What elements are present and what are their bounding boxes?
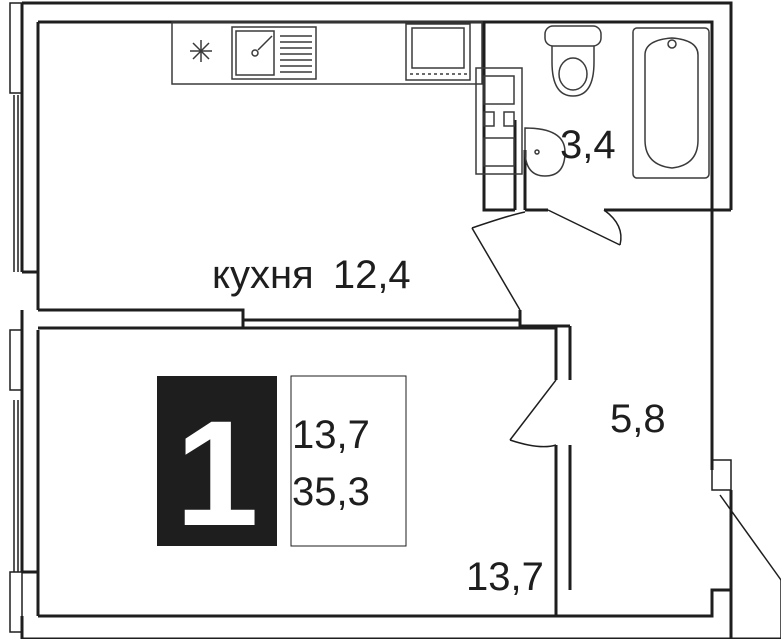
rooms-count: 1	[175, 389, 258, 557]
washbasin-icon	[524, 127, 566, 177]
summary-badge: 1 13,7 35,3	[157, 375, 407, 557]
toilet-icon	[544, 25, 602, 97]
walls	[20, 1, 781, 639]
kitchen-counter	[171, 21, 483, 85]
living-area: 13,7	[292, 413, 370, 457]
hallway-area: 5,8	[610, 397, 666, 441]
living-room-area: 13,7	[466, 555, 544, 599]
area-summary-box	[290, 375, 407, 547]
kitchen-name: кухня	[212, 253, 314, 297]
rooms-count-badge	[157, 376, 277, 546]
kitchen-fixtures	[171, 21, 523, 175]
cooktop-icon	[475, 67, 523, 175]
bathroom-fixtures	[524, 25, 710, 179]
doors	[471, 209, 781, 639]
kitchen-label: кухня 12,4	[212, 253, 411, 297]
kitchen-area: 12,4	[333, 253, 411, 297]
room-labels: кухня 12,4 3,4 5,8 13,7	[212, 123, 666, 599]
sink-icon	[231, 26, 317, 80]
fridge-icon	[190, 40, 212, 62]
bathroom-area: 3,4	[560, 123, 616, 167]
bathtub-icon	[632, 27, 710, 179]
stove-icon	[405, 23, 471, 81]
total-area: 35,3	[292, 470, 370, 514]
windows	[9, 2, 23, 633]
